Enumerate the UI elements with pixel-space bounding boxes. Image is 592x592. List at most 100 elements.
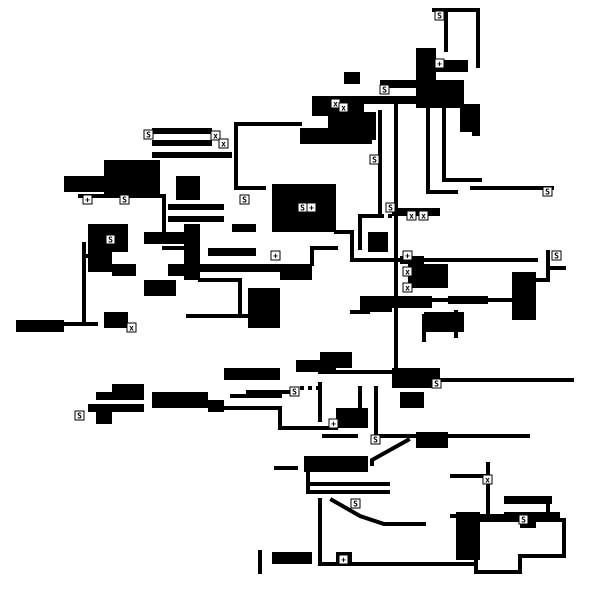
stairs-tile — [105, 234, 116, 245]
door-glyph: + — [437, 60, 442, 69]
stairs-tile — [119, 194, 130, 205]
map-room-block — [96, 392, 144, 400]
map-corridor — [462, 518, 566, 574]
map-room-block — [248, 288, 280, 328]
map-room-block — [360, 296, 392, 312]
trap-tile — [210, 130, 221, 141]
door-glyph: + — [341, 556, 346, 565]
map-corridor — [426, 106, 458, 194]
map-room-block — [152, 140, 212, 146]
map-room-block — [152, 152, 232, 158]
stairs-glyph: S — [122, 196, 127, 205]
map-room-block — [144, 232, 184, 244]
dungeon-corridors — [62, 102, 574, 574]
stairs-glyph: S — [373, 436, 378, 445]
map-room-block — [444, 12, 448, 52]
map-room-block — [200, 264, 280, 272]
map-room-block — [168, 264, 184, 276]
map-corridor — [329, 497, 426, 526]
stairs-glyph: S — [242, 196, 247, 205]
stairs-glyph: S — [521, 516, 526, 525]
trap-glyph: x — [405, 284, 410, 293]
stairs-glyph: S — [146, 131, 151, 140]
map-room-block — [96, 412, 112, 424]
stairs-glyph: S — [554, 252, 559, 261]
trap-glyph: x — [213, 132, 218, 141]
stairs-tile — [385, 202, 396, 213]
map-corridor — [450, 502, 550, 518]
map-room-block — [504, 496, 552, 504]
trap-tile — [338, 102, 349, 113]
map-room-block — [104, 160, 160, 196]
stairs-tile — [518, 514, 529, 525]
stairs-tile — [542, 186, 553, 197]
map-room-block — [400, 392, 424, 408]
map-room-block — [344, 72, 360, 84]
stairs-glyph: S — [434, 380, 439, 389]
map-room-block — [144, 280, 176, 296]
map-room-block — [344, 96, 416, 104]
map-room-block — [104, 312, 128, 328]
map-room-block — [208, 400, 224, 412]
map-room-block — [232, 224, 256, 232]
stairs-glyph: S — [545, 188, 550, 197]
map-room-block — [152, 392, 208, 408]
map-room-block — [368, 232, 388, 252]
trap-tile — [402, 282, 413, 293]
stairs-tile — [289, 386, 300, 397]
map-room-block — [272, 552, 312, 564]
stairs-tile — [239, 194, 250, 205]
trap-tile — [218, 138, 229, 149]
map-room-block — [328, 112, 376, 140]
stairs-glyph: S — [108, 236, 113, 245]
trap-glyph: x — [409, 212, 414, 221]
map-corridor — [310, 246, 338, 266]
map-corridor — [370, 437, 411, 466]
map-corridor — [234, 122, 266, 190]
door-glyph: + — [331, 420, 336, 429]
door-tile — [270, 250, 281, 261]
trap-glyph: x — [333, 100, 338, 109]
map-room-block — [432, 8, 480, 12]
door-tile — [328, 418, 339, 429]
stairs-glyph: S — [292, 388, 297, 397]
trap-tile — [402, 266, 413, 277]
door-glyph: + — [273, 252, 278, 261]
map-room-block — [460, 104, 480, 132]
trap-tile — [418, 210, 429, 221]
map-room-block — [280, 264, 312, 280]
trap-tile — [406, 210, 417, 221]
door-glyph: + — [309, 204, 314, 213]
stairs-glyph: S — [382, 86, 387, 95]
map-room-block — [184, 224, 200, 280]
stairs-glyph: S — [353, 500, 358, 509]
trap-glyph: x — [129, 324, 134, 333]
map-corridor — [358, 110, 382, 250]
trap-glyph: x — [421, 212, 426, 221]
stairs-tile — [551, 250, 562, 261]
map-corridor — [442, 106, 482, 182]
door-tile — [402, 250, 413, 261]
trap-glyph: x — [341, 104, 346, 113]
map-corridor — [222, 406, 338, 430]
map-corridor — [534, 250, 550, 282]
map-room-block — [168, 204, 224, 210]
trap-glyph: x — [485, 476, 490, 485]
stairs-tile — [350, 498, 361, 509]
map-room-block — [168, 216, 224, 222]
map-corridor — [334, 230, 402, 262]
stairs-tile — [431, 378, 442, 389]
trap-tile — [126, 322, 137, 333]
map-room-block — [336, 408, 368, 428]
map-room-block — [208, 248, 256, 256]
door-tile — [306, 202, 317, 213]
door-tile — [338, 554, 349, 565]
map-room-block — [380, 80, 416, 88]
map-room-block — [304, 456, 368, 472]
map-room-block — [112, 224, 128, 252]
map-room-block — [176, 176, 200, 200]
map-room-block — [88, 224, 112, 272]
